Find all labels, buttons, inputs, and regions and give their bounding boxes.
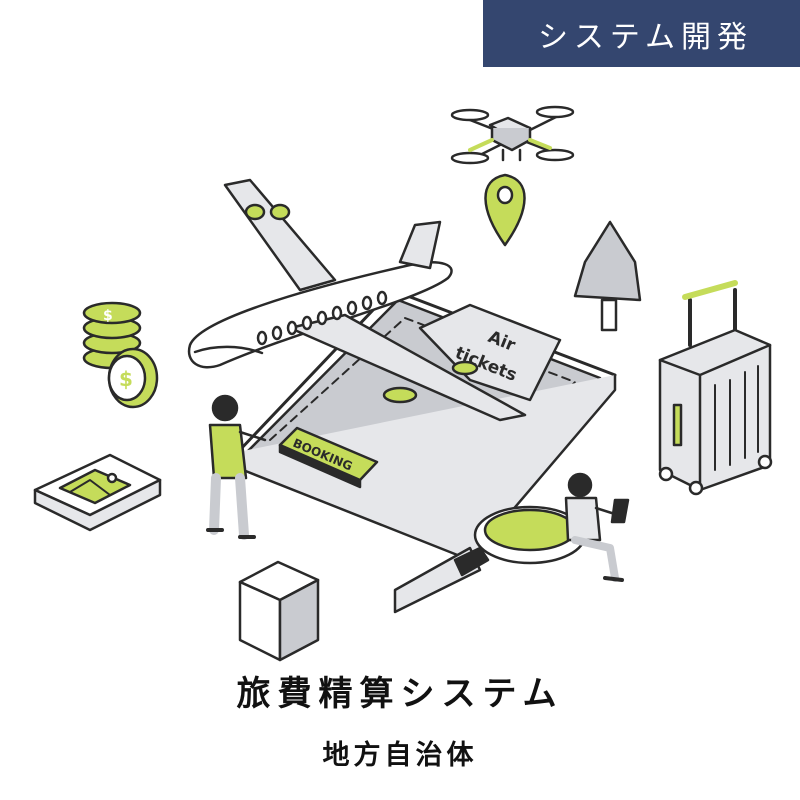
travel-expense-illustration: Air tickets BOOKING	[33, 105, 773, 662]
box-icon	[238, 560, 320, 662]
magnifier-icon	[393, 505, 587, 614]
image-card-icon	[33, 453, 162, 532]
tree-icon	[573, 220, 642, 332]
category-badge-label: システム開発	[537, 19, 754, 55]
location-pin-icon	[484, 173, 526, 247]
woman-figure	[206, 394, 267, 540]
airplane-icon	[187, 178, 527, 422]
page-subtitle: 地方自治体	[322, 740, 478, 771]
air-tickets-card: Air tickets	[418, 303, 562, 402]
man-figure	[564, 472, 630, 582]
page-title: 旅費精算システム	[236, 674, 564, 714]
drone-icon	[450, 105, 575, 165]
svg-text:$: $	[103, 308, 113, 324]
svg-text:$: $	[119, 367, 133, 391]
coins-icon: $ $	[82, 301, 159, 409]
suitcase-icon	[658, 280, 773, 496]
category-badge: システム開発	[483, 0, 800, 67]
